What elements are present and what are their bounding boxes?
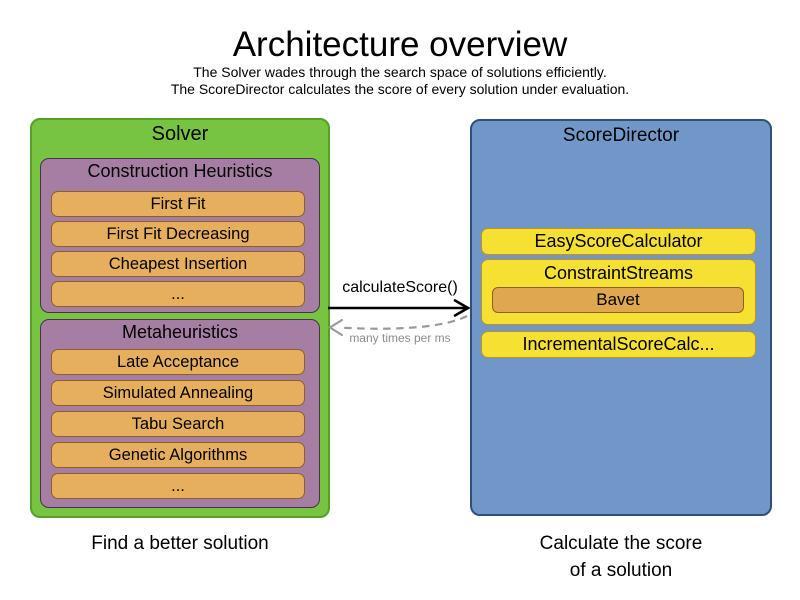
heuristic-item: First Fit Decreasing [51,221,305,247]
scoredirector-box-title: ScoreDirector [562,125,680,146]
construction-heuristics-title: Construction Heuristics [87,161,273,181]
solver-box-title: Solver [151,123,209,145]
metaheuristic-item: Genetic Algorithms [51,442,305,468]
subtitle-solver: The Solver wades through the search spac… [193,64,607,80]
scoredirector-caption: Calculate the score of a solution [470,530,772,584]
calculate-score-label: calculateScore() [342,279,458,296]
heuristic-item: First Fit [51,191,305,217]
metaheuristic-item: Simulated Annealing [51,380,305,406]
metaheuristics-group: Metaheuristics Late Acceptance Simulated… [40,319,320,508]
solver-caption: Find a better solution [91,533,269,554]
incremental-score-calculator: IncrementalScoreCalc... [481,331,756,358]
solid-right-arrow-icon [328,299,471,317]
metaheuristic-item: Tabu Search [51,411,305,437]
heuristic-item: Cheapest Insertion [51,251,305,277]
calculate-score-arrow [327,299,471,337]
page-title: Architecture overview [232,25,568,64]
scoredirector-caption-line2: of a solution [569,560,673,581]
metaheuristic-item-more: ... [51,473,305,499]
scoredirector-box: ScoreDirector EasyScoreCalculator Constr… [470,119,772,516]
bavet-implementation: Bavet [492,287,744,313]
solver-box: Solver Construction Heuristics First Fit… [30,118,330,518]
constraint-streams-title: ConstraintStreams [543,263,694,283]
scoredirector-caption-line1: Calculate the score [539,533,703,554]
metaheuristic-item: Late Acceptance [51,349,305,375]
heuristic-item-more: ... [51,281,305,307]
many-times-per-ms-label: many times per ms [349,331,451,345]
metaheuristics-title: Metaheuristics [121,322,239,342]
subtitle-scoredirector: The ScoreDirector calculates the score o… [170,81,630,97]
construction-heuristics-group: Construction Heuristics First Fit First … [40,158,320,313]
easy-score-calculator: EasyScoreCalculator [481,228,756,255]
constraint-streams: ConstraintStreams Bavet [481,259,756,325]
dashed-left-arrow-icon [327,315,468,337]
